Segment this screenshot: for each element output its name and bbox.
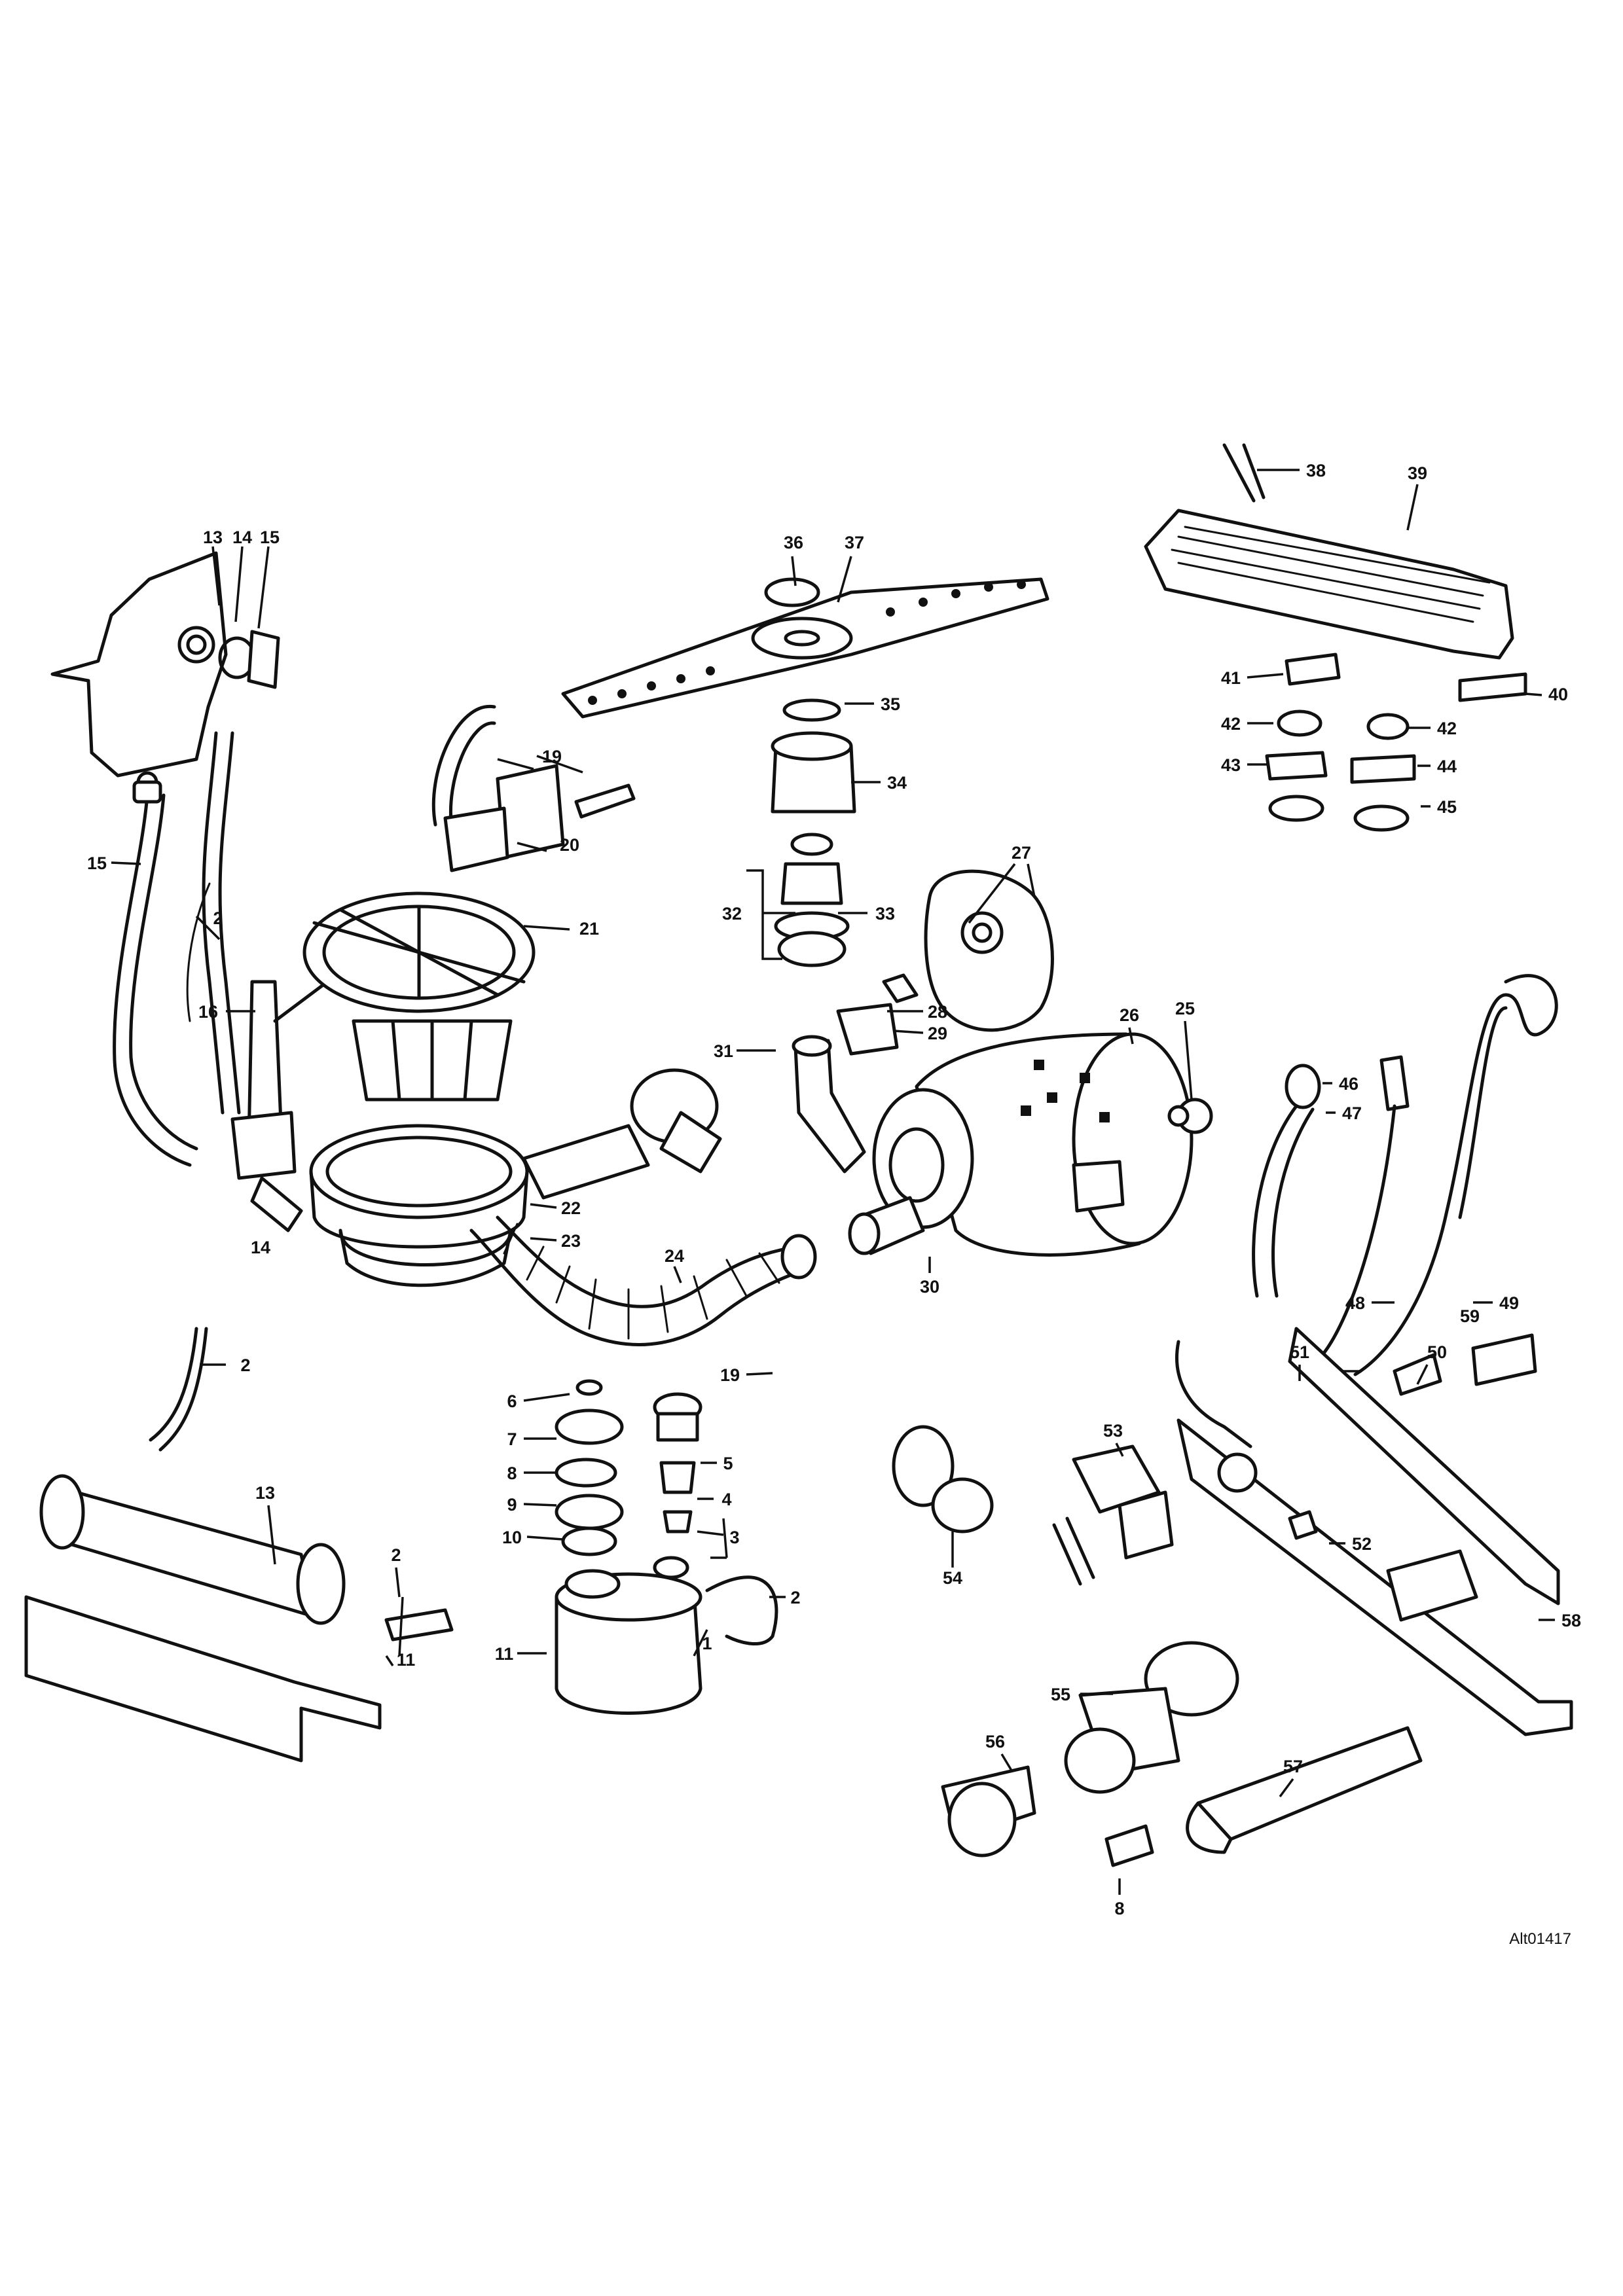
inlet-hoses-part (1252, 974, 1558, 1376)
label-9: 9 (507, 1495, 517, 1515)
filter-basket-part (302, 891, 536, 1102)
label-23: 23 (561, 1231, 581, 1251)
label-7: 7 (507, 1429, 517, 1449)
label-2-c: 2 (391, 1545, 401, 1565)
label-40: 40 (1548, 685, 1568, 704)
label-58: 58 (1561, 1611, 1581, 1630)
label-45: 45 (1437, 797, 1457, 817)
label-54: 54 (943, 1568, 962, 1588)
sump-part (309, 1068, 722, 1287)
label-1: 1 (702, 1634, 712, 1653)
label-56: 56 (985, 1732, 1005, 1751)
corrugated-hose-part (469, 1215, 817, 1346)
thermostat-set-part (1265, 653, 1416, 832)
label-43: 43 (1221, 755, 1241, 775)
label-26: 26 (1120, 1005, 1139, 1025)
label-13: 14 (251, 1238, 270, 1257)
label-34: 34 (887, 773, 907, 793)
label-20: 20 (560, 835, 579, 855)
rinse-aid-dispenser-part (50, 551, 280, 793)
air-break-part (230, 980, 329, 1232)
callout-17: 14 (232, 528, 252, 547)
label-19-a: 19 (542, 747, 562, 766)
hose-left-part (113, 731, 241, 1167)
label-59: 59 (1460, 1306, 1480, 1326)
label-44: 44 (1437, 757, 1457, 776)
label-2-b: 2 (240, 1355, 250, 1375)
label-46: 46 (1339, 1074, 1359, 1094)
label-24: 24 (665, 1246, 684, 1266)
label-14: 16 (198, 1002, 218, 1022)
label-47: 47 (1342, 1103, 1362, 1123)
label-8-a: 8 (507, 1463, 517, 1483)
label-11-a: 11 (397, 1650, 416, 1670)
label-10: 10 (502, 1528, 522, 1547)
label-52: 52 (1352, 1534, 1372, 1554)
heating-element-part (1144, 443, 1527, 702)
callout-18: 15 (260, 528, 280, 547)
label-15: 15 (87, 853, 107, 873)
control-box-part (431, 704, 636, 872)
label-35: 35 (881, 694, 900, 714)
label-48: 48 (1345, 1293, 1365, 1313)
label-32: 32 (722, 904, 742, 924)
pump-bearing-stack-part (771, 698, 856, 967)
label-2-d: 2 (790, 1588, 800, 1607)
label-4: 4 (721, 1490, 731, 1509)
label-27: 27 (1012, 843, 1031, 863)
label-31: 31 (714, 1041, 733, 1061)
water-softener-part (24, 1327, 778, 1763)
label-21: 21 (579, 919, 599, 939)
label-51: 51 (1290, 1342, 1309, 1362)
pump-cover-plate-part (924, 869, 1054, 1032)
label-42-b: 42 (1437, 719, 1457, 738)
label-29: 29 (928, 1024, 947, 1043)
label-33: 33 (875, 904, 895, 924)
label-37: 37 (845, 533, 864, 552)
label-8-b: 8 (1114, 1899, 1124, 1918)
label-57: 57 (1283, 1757, 1303, 1776)
label-55: 55 (1051, 1685, 1070, 1704)
label-42-a: 42 (1221, 714, 1241, 734)
label-11-b: 11 (495, 1644, 514, 1664)
drawing-reference: Alt01417 (1509, 1930, 1571, 1948)
label-41: 41 (1221, 668, 1241, 688)
callout-labels: 13 14 15 15 14 15 15 15 (203, 528, 280, 547)
label-22: 22 (561, 1198, 581, 1218)
drain-pump-part (941, 1641, 1423, 1867)
label-38: 38 (1306, 461, 1326, 480)
label-5: 5 (723, 1454, 733, 1473)
label-39: 39 (1408, 463, 1427, 483)
spray-arm-part (561, 577, 1049, 719)
solenoid-valve-part (892, 1425, 1174, 1586)
label-6: 6 (507, 1391, 517, 1411)
label-19-b: 19 (720, 1365, 740, 1385)
label-53: 53 (1103, 1421, 1123, 1441)
label-12: 13 (255, 1483, 275, 1503)
motor-bracket-part (836, 973, 919, 1056)
wash-motor-part (848, 1032, 1213, 1257)
label-28: 28 (928, 1002, 947, 1022)
pump-elbow-part (792, 1035, 866, 1174)
leader-lines (111, 469, 1555, 1895)
label-2-a: 2 (213, 908, 223, 928)
label-30: 30 (920, 1277, 939, 1297)
callouts-visible: 15 2 16 14 19 20 21 22 23 24 19 31 32 33… (87, 461, 1581, 1918)
label-25: 25 (1175, 999, 1195, 1018)
base-rail-part (1175, 1327, 1573, 1736)
label-50: 50 (1427, 1342, 1447, 1362)
label-36: 36 (784, 533, 803, 552)
callout-16: 13 (203, 528, 223, 547)
label-3: 3 (729, 1528, 739, 1547)
label-49: 49 (1499, 1293, 1519, 1313)
